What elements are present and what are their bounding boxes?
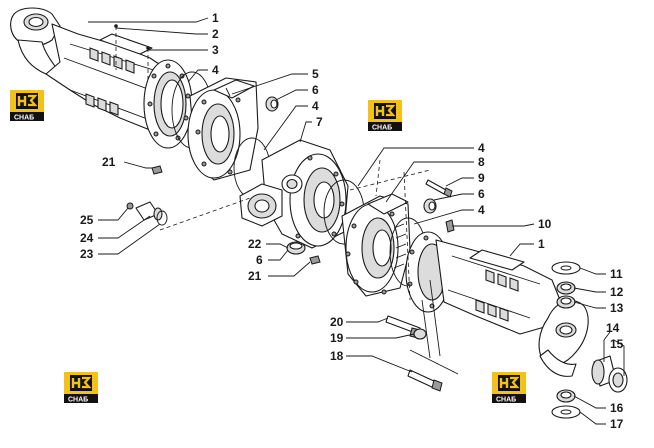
leader-lines [88, 17, 625, 425]
plug [423, 198, 437, 214]
callout-1b: 1 [538, 237, 545, 251]
left-axle-beam [10, 7, 193, 149]
logo-word: СНАБ [14, 115, 34, 122]
logo-word: СНАБ [496, 397, 516, 404]
callout-12: 12 [610, 285, 624, 299]
logo-bottom-left: СНАБ [64, 372, 98, 404]
right-carrier [341, 193, 411, 297]
callout-4c: 4 [478, 141, 485, 155]
thrust-washers [551, 261, 581, 309]
callout-labels: 1 2 3 4 5 6 4 7 4 8 9 6 4 10 1 11 12 13 … [80, 11, 624, 431]
callout-6a: 6 [312, 83, 319, 97]
callout-24: 24 [80, 231, 94, 245]
callout-21b: 21 [248, 269, 262, 283]
logo-top-left: СНАБ [10, 90, 44, 122]
logo-word: СНАБ [372, 125, 392, 132]
callout-7: 7 [316, 115, 323, 129]
callout-11: 11 [610, 267, 623, 281]
callout-4b: 4 [312, 99, 319, 113]
callout-21a: 21 [102, 155, 116, 169]
callout-23: 23 [80, 247, 94, 261]
bushing-and-seal [591, 355, 628, 393]
lower-washers [551, 389, 581, 419]
callout-10: 10 [538, 217, 552, 231]
callout-18: 18 [330, 349, 344, 363]
lower-bolt [407, 369, 443, 392]
logo-top-center: СНАБ [368, 100, 402, 132]
callout-14: 14 [606, 321, 620, 335]
callout-6b: 6 [478, 187, 485, 201]
breather-fitting [126, 201, 168, 226]
callout-25: 25 [80, 213, 94, 227]
nut [413, 328, 427, 340]
bolt [425, 179, 453, 198]
screw [309, 255, 321, 265]
plug [286, 241, 306, 255]
callout-15: 15 [610, 337, 624, 351]
callout-5: 5 [312, 67, 319, 81]
right-axle-beam [405, 231, 589, 377]
callout-8: 8 [478, 155, 485, 169]
callout-6c: 6 [256, 253, 263, 267]
callout-4d: 4 [478, 203, 485, 217]
logo-bottom-right: СНАБ [492, 372, 526, 404]
carrier-housing [187, 77, 259, 181]
differential-housing [239, 139, 349, 249]
callout-2: 2 [212, 27, 219, 41]
callout-13: 13 [610, 301, 624, 315]
callout-19: 19 [330, 331, 344, 345]
callout-22: 22 [248, 237, 262, 251]
plug [265, 96, 279, 112]
callout-4a: 4 [212, 63, 219, 77]
screw [151, 165, 163, 175]
logo-word: СНАБ [68, 397, 88, 404]
callout-17: 17 [610, 417, 624, 431]
callout-3: 3 [212, 43, 219, 57]
screw [445, 219, 455, 233]
callout-16: 16 [610, 401, 624, 415]
callout-1: 1 [212, 11, 219, 25]
callout-20: 20 [330, 315, 344, 329]
callout-9: 9 [478, 171, 485, 185]
